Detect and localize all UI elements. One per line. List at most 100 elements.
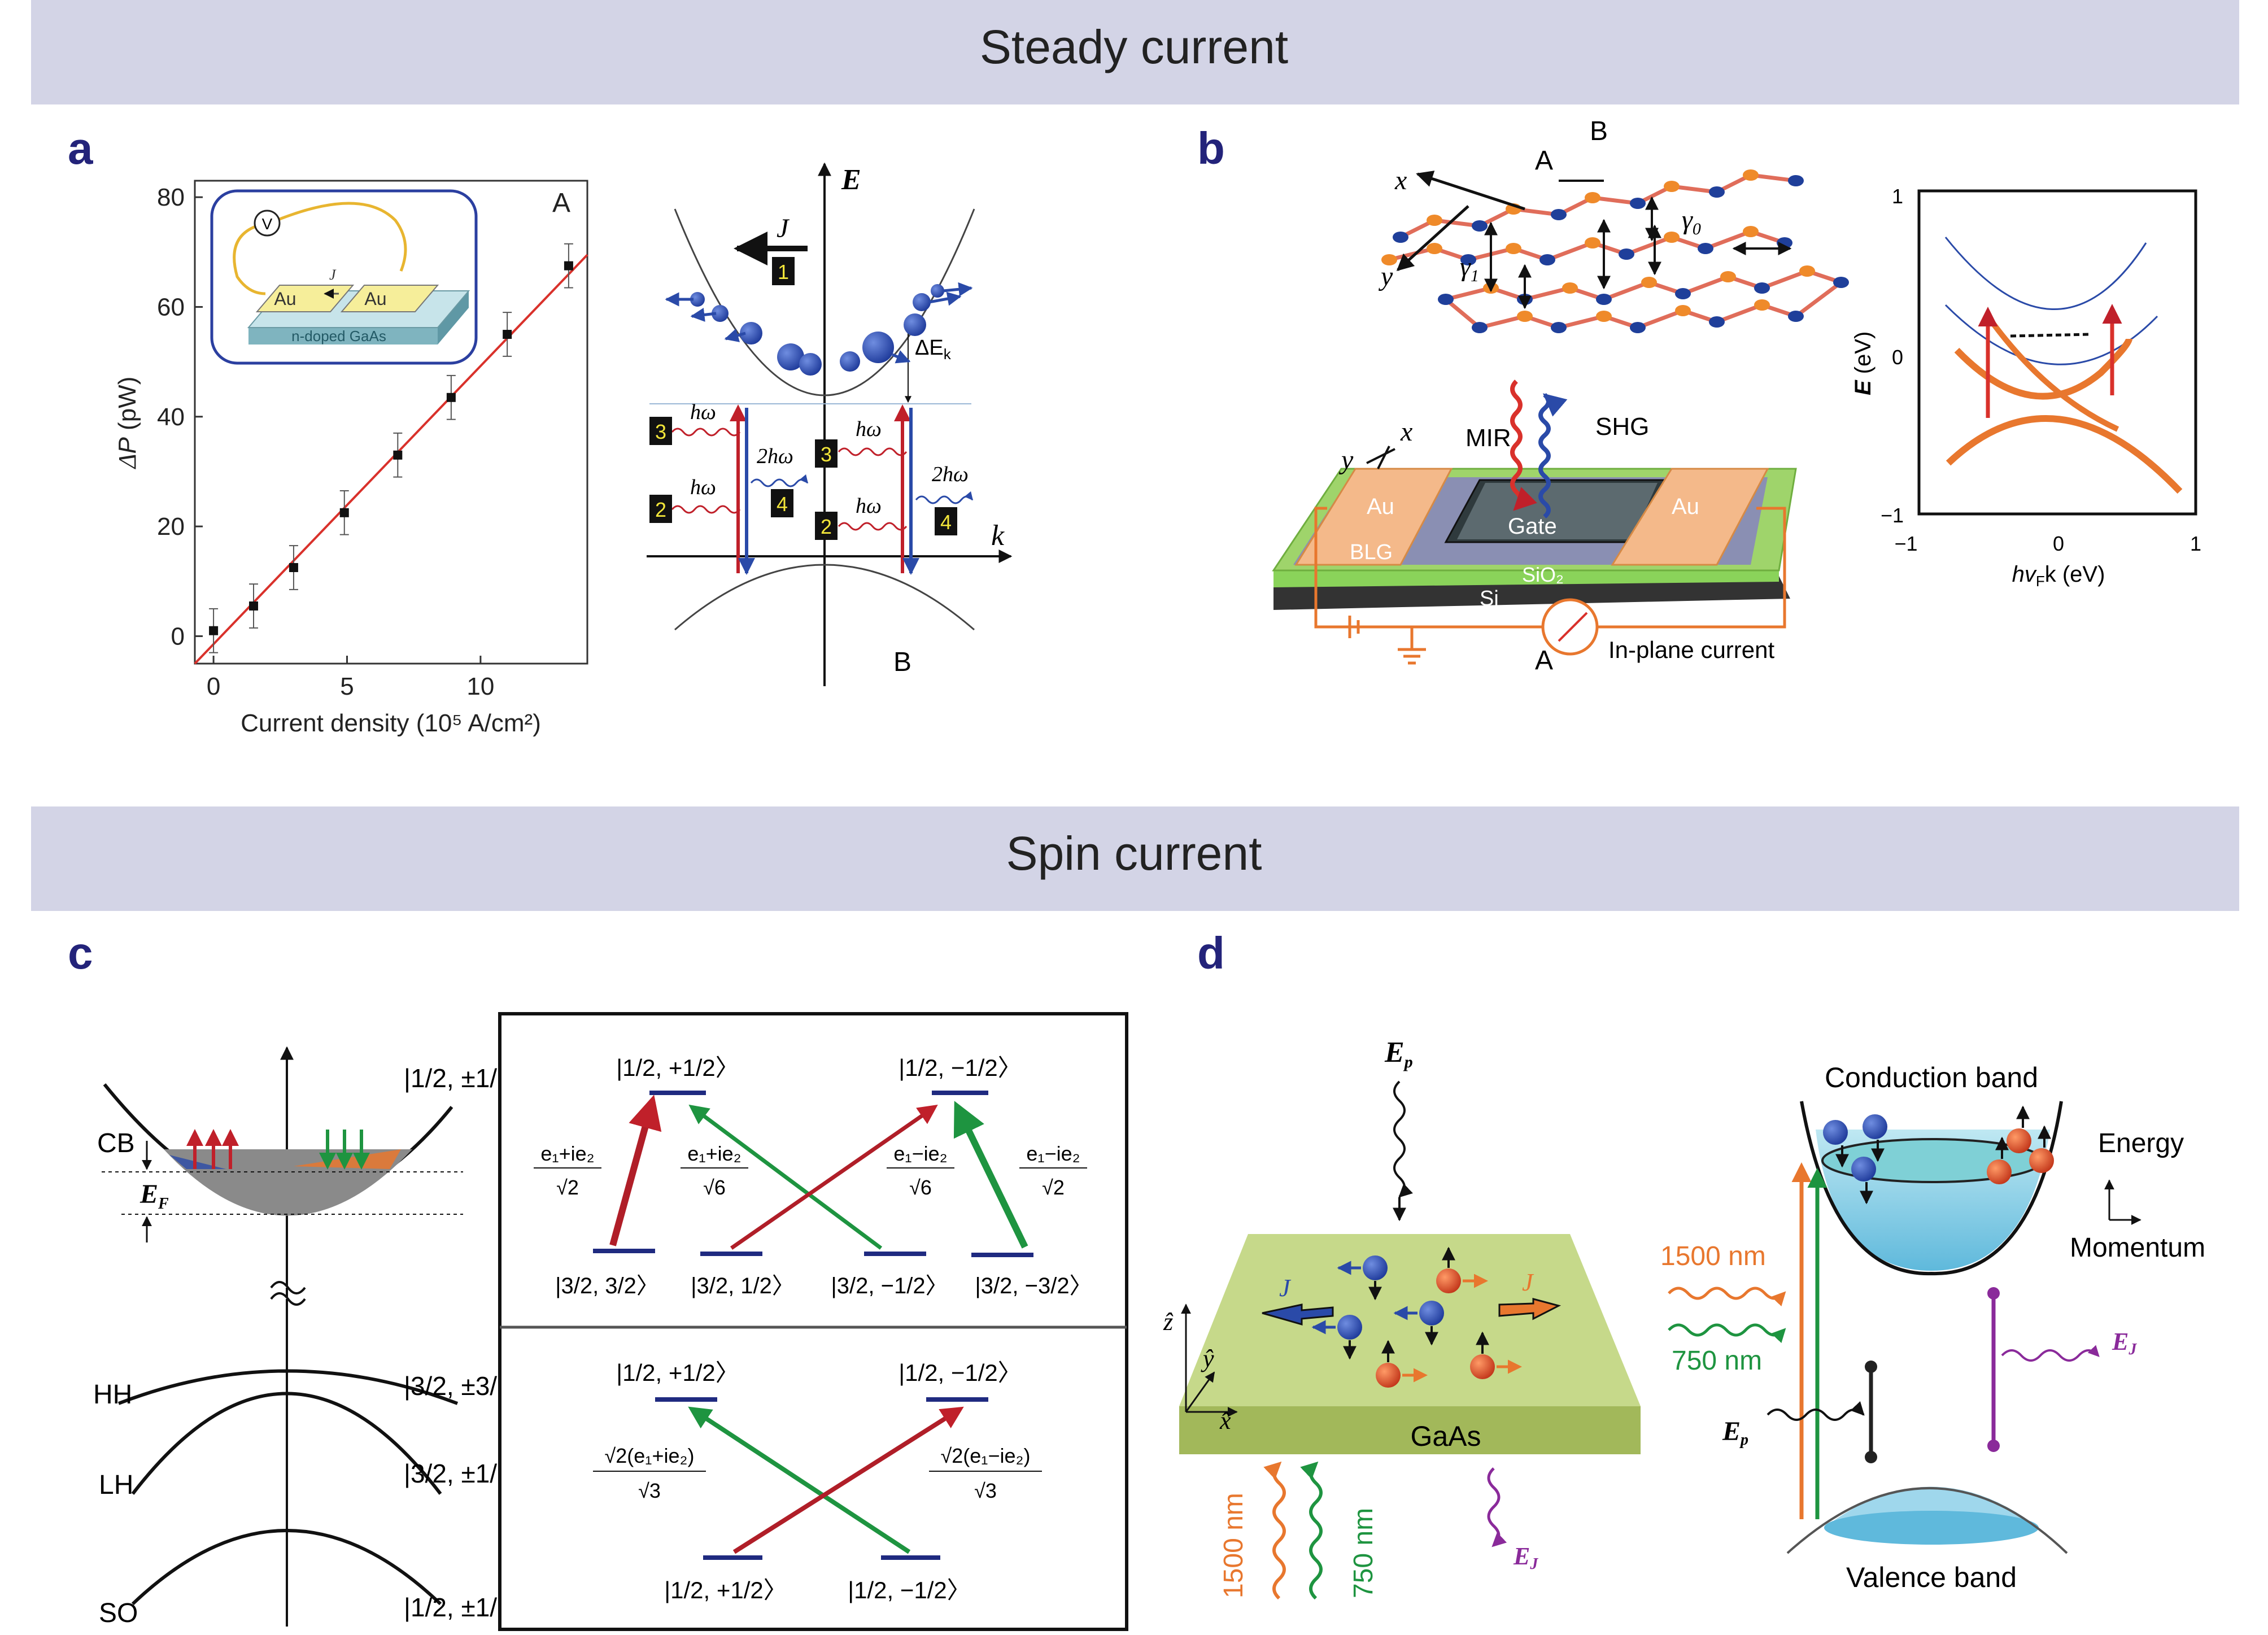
axis-break-icon bbox=[270, 1281, 306, 1306]
svg-text:3: 3 bbox=[655, 420, 666, 443]
atom-a bbox=[1596, 311, 1612, 322]
svg-text:2: 2 bbox=[821, 515, 832, 538]
valence-parabola bbox=[674, 564, 975, 631]
ej-wave-d bbox=[2001, 1345, 2100, 1362]
bands-xtick: 0 bbox=[2053, 532, 2064, 555]
pad-right bbox=[340, 285, 439, 312]
two-hw-label: 2hω bbox=[757, 444, 793, 468]
atom-b bbox=[1596, 294, 1612, 305]
x-axis-label: Current density (10⁵ A/cm²) bbox=[241, 709, 541, 737]
y-tick-label: 80 bbox=[157, 184, 185, 211]
atom-a bbox=[1799, 265, 1815, 277]
level-lower: |3/2, 3/2〉 bbox=[555, 1274, 659, 1298]
x-tick-label: 5 bbox=[340, 673, 354, 700]
level-upper: |1/2, +1/2〉 bbox=[616, 1054, 739, 1081]
x-tick-label: 0 bbox=[207, 673, 220, 700]
energy-label: Energy bbox=[2098, 1128, 2184, 1158]
conduction-label: Conduction band bbox=[1825, 1062, 2038, 1093]
level-lower: |3/2, −3/2〉 bbox=[975, 1274, 1092, 1298]
ground-icon bbox=[1398, 627, 1426, 665]
atom-a bbox=[1562, 282, 1578, 294]
current-j-right: J bbox=[1522, 1268, 1534, 1296]
mir-label: MIR bbox=[1466, 424, 1511, 452]
wave-1500 bbox=[1263, 1461, 1286, 1600]
device-axis-x: x bbox=[1400, 417, 1412, 447]
box-1-label: 1 bbox=[778, 260, 789, 284]
hw-label: hω bbox=[856, 494, 882, 518]
atom-b bbox=[1833, 277, 1849, 288]
gaas-label: GaAs bbox=[1410, 1420, 1481, 1452]
lattice-axis-x: x bbox=[1394, 165, 1407, 195]
transitions-box: |1/2, +1/2〉 |1/2, −1/2〉 |3/2, 3/2〉 |3/2,… bbox=[498, 1012, 1128, 1631]
atom-b bbox=[1619, 248, 1634, 260]
wave-ej bbox=[1487, 1467, 1507, 1547]
shg-label: SHG bbox=[1595, 413, 1649, 441]
atom-b bbox=[1754, 282, 1770, 294]
band-diagram-d: Conduction band Ep EJ 1500 nm 750 nm Val… bbox=[1660, 1062, 2205, 1593]
atom-b bbox=[1675, 288, 1691, 299]
bottom-coefficients: √2(e₁+ie₂)√3 √2(e₁−ie₂)√3 bbox=[593, 1444, 1042, 1502]
box-1 bbox=[772, 257, 795, 285]
level-lower: |1/2, +1/2〉 bbox=[664, 1577, 787, 1603]
atom-b bbox=[1630, 198, 1646, 209]
pad-right-label: Au bbox=[364, 289, 386, 309]
atom-a bbox=[1720, 271, 1736, 282]
spin-arrows-green bbox=[319, 1130, 370, 1170]
data-point bbox=[393, 450, 403, 460]
au-right bbox=[1611, 468, 1769, 566]
ep-label-d: Ep bbox=[1722, 1416, 1748, 1449]
atom-b bbox=[1472, 220, 1488, 232]
svg-text:4: 4 bbox=[777, 492, 788, 516]
lh-label: LH bbox=[99, 1470, 133, 1500]
atom-b bbox=[1438, 294, 1454, 305]
y-tick-label: 60 bbox=[157, 293, 185, 321]
wave-1500-d bbox=[1668, 1287, 1786, 1307]
energy-axis-label: E bbox=[841, 164, 861, 196]
atom-a bbox=[1641, 277, 1657, 288]
inset-device: V Au Au J n-doped GaAs bbox=[210, 189, 478, 365]
au-right-label: Au bbox=[1672, 494, 1699, 519]
gamma1-label: γ1 bbox=[1460, 252, 1479, 285]
ej-label-d: EJ bbox=[2112, 1328, 2137, 1358]
atom-b bbox=[1393, 232, 1408, 243]
level-upper: |1/2, +1/2〉 bbox=[616, 1359, 739, 1386]
gamma0-label: γ0 bbox=[1682, 205, 1701, 238]
y-tick-label: 0 bbox=[171, 622, 185, 650]
photon-4-left bbox=[750, 474, 809, 487]
atom-b bbox=[1709, 316, 1725, 328]
substrate-side-right bbox=[438, 291, 469, 345]
wire-right bbox=[276, 202, 407, 272]
blg-label: BLG bbox=[1350, 540, 1393, 564]
atom-b bbox=[1788, 311, 1804, 322]
svg-text:e₁+ie₂: e₁+ie₂ bbox=[687, 1142, 741, 1165]
atom-a bbox=[1427, 243, 1442, 254]
current-left-arrow bbox=[1262, 1303, 1334, 1326]
photon-2-right bbox=[838, 522, 908, 531]
ep-wave-d bbox=[1767, 1401, 1865, 1421]
shg-wave bbox=[1538, 393, 1568, 519]
bilayer-lattice: A B x y γ0 γ1 bbox=[1378, 116, 1849, 333]
spin-electrons bbox=[1311, 1246, 1522, 1388]
svg-text:4: 4 bbox=[940, 511, 952, 534]
current-right-arrow bbox=[1498, 1298, 1562, 1320]
number-boxes: 3 2 4 3 2 4 bbox=[649, 417, 957, 540]
si-label: Si bbox=[1480, 587, 1499, 611]
y-axis-label: ΔP (pW) bbox=[114, 377, 141, 470]
atom-b bbox=[1472, 322, 1488, 333]
svg-text:3: 3 bbox=[821, 443, 832, 466]
two-hw-label: 2hω bbox=[932, 463, 969, 486]
top-coefficients: e₁+ie₂√2 e₁+ie₂√6 e₁−ie₂√6 e₁−ie₂√2 bbox=[534, 1142, 1087, 1199]
chart-a-frame bbox=[194, 180, 588, 665]
atom-a bbox=[1664, 232, 1680, 243]
photon-3-left bbox=[671, 428, 741, 437]
lh-band bbox=[131, 1392, 442, 1495]
hh-band bbox=[117, 1369, 459, 1405]
au-left bbox=[1294, 468, 1453, 566]
atom-b bbox=[1709, 186, 1725, 198]
band-lower-outer bbox=[1946, 415, 2183, 494]
substrate-label: n-doped GaAs bbox=[291, 328, 386, 345]
circuit-wire bbox=[1314, 507, 1786, 629]
atom-a bbox=[1743, 226, 1759, 237]
svg-text:e₁−ie₂: e₁−ie₂ bbox=[893, 1142, 947, 1165]
wl-750-label-d: 750 nm bbox=[1672, 1346, 1762, 1376]
